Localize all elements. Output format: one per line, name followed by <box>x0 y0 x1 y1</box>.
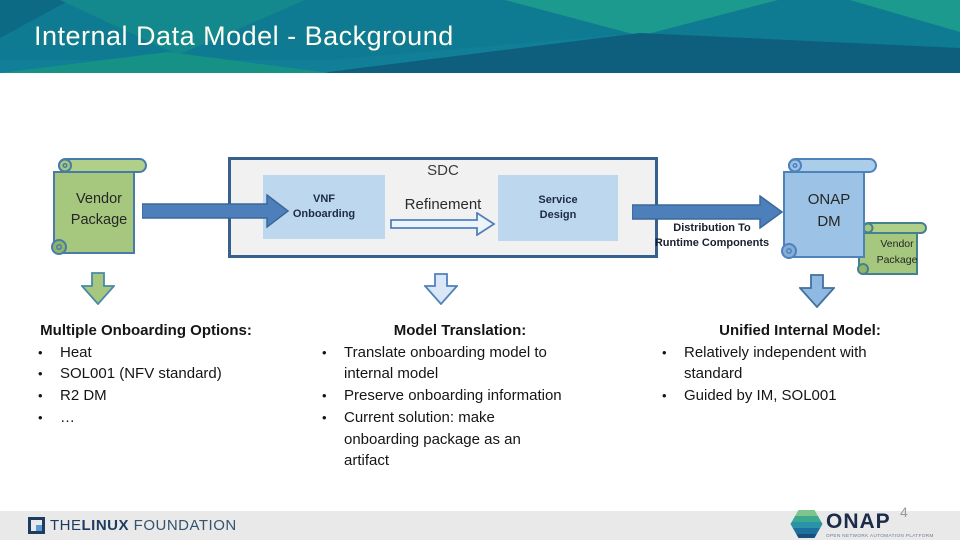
bullet-list: • Translate onboarding model to internal … <box>310 342 602 472</box>
vendor-down-arrow-icon <box>81 272 115 305</box>
column-heading: Unified Internal Model: <box>719 322 881 339</box>
sdc-to-onap-arrow-icon <box>632 195 784 229</box>
onap-dm-label: ONAP DM <box>807 191 851 230</box>
list-item: •… <box>38 407 277 429</box>
linux-foundation-text: THELINUX FOUNDATION <box>50 517 237 534</box>
vendor-package-scroll: Vendor Package <box>48 156 150 258</box>
refinement-label: Refinement <box>404 196 482 213</box>
service-design-box: Service Design <box>498 175 618 241</box>
list-item: • R2 DM <box>38 385 277 407</box>
bullet-icon: • <box>322 344 327 360</box>
bullet-text: Current solution: make onboarding packag… <box>344 408 521 470</box>
list-item: • Heat <box>38 342 277 364</box>
scroll-shape-icon <box>781 158 877 259</box>
bullet-list: •Heat •SOL001 (NFV standard) •R2 DM •… <box>15 342 277 429</box>
onap-wordmark: ONAP <box>826 509 891 533</box>
column-unified-model: Unified Internal Model: • Relatively inde… <box>650 320 950 407</box>
column-heading: Multiple Onboarding Options: <box>40 322 252 339</box>
bullet-text: Heat <box>60 343 92 361</box>
sdc-label: SDC <box>427 162 459 179</box>
bullet-text: R2 DM <box>60 387 107 405</box>
refinement-arrow-icon <box>390 212 496 236</box>
bullet-text: Preserve onboarding information <box>344 387 562 405</box>
vendor-package-small-label: Vendor Package <box>876 238 918 266</box>
column-heading: Model Translation: <box>393 322 527 339</box>
linux-foundation-logo: THELINUX FOUNDATION <box>28 517 237 534</box>
lf-foundation: FOUNDATION <box>133 517 237 534</box>
scroll-shape-icon <box>51 158 147 255</box>
bullet-icon: • <box>38 344 43 360</box>
list-item: • Current solution: make onboarding packa… <box>322 407 602 472</box>
bullet-text: SOL001 (NFV standard) <box>60 365 222 383</box>
bullet-text: … <box>60 408 75 426</box>
onap-logo: ONAP OPEN NETWORK AUTOMATION PLATFORM <box>790 509 934 539</box>
onap-hexagon-icon <box>790 510 823 538</box>
bullet-text: Relatively independent with standard <box>684 343 867 383</box>
vendor-package-label: Vendor Package <box>70 191 128 229</box>
linux-foundation-icon <box>28 517 45 534</box>
scroll-shape-icon <box>857 222 927 275</box>
sdc-down-arrow-icon <box>424 273 458 305</box>
list-item: • Guided by IM, SOL001 <box>662 385 930 407</box>
bullet-list: • Relatively independent with standard • G… <box>650 342 930 407</box>
lf-the: THE <box>50 517 82 534</box>
bullet-icon: • <box>322 409 327 425</box>
bullet-text: Translate onboarding model to internal m… <box>344 343 547 383</box>
bullet-icon: • <box>662 388 667 404</box>
list-item: • Preserve onboarding information <box>322 385 602 407</box>
bullet-icon: • <box>662 344 667 360</box>
list-item: • Relatively independent with standard <box>662 342 930 385</box>
onap-logo-text: ONAP OPEN NETWORK AUTOMATION PLATFORM <box>826 511 934 538</box>
lf-linux: LINUX <box>81 517 129 534</box>
vendor-package-small-scroll: Vendor Package <box>855 221 929 278</box>
page-number: 4 <box>900 504 908 520</box>
list-item: • SOL001 (NFV standard) <box>38 363 277 385</box>
bullet-icon: • <box>322 388 327 404</box>
slide-title: Internal Data Model - Background <box>34 21 454 51</box>
column-onboarding-options: Multiple Onboarding Options: • Heat • SOL0… <box>15 320 277 429</box>
bullet-icon: • <box>38 388 43 404</box>
column-model-translation: Model Translation: • Translate onboarding… <box>310 320 610 472</box>
bullet-text: Guided by IM, SOL001 <box>684 387 837 405</box>
bullet-icon: • <box>38 366 43 382</box>
vendor-to-sdc-arrow-icon <box>142 194 290 228</box>
distribution-label: Distribution To Runtime Components <box>654 222 770 249</box>
onap-down-arrow-icon <box>799 274 835 308</box>
onap-dm-scroll: ONAP DM <box>778 156 880 262</box>
onap-tagline: OPEN NETWORK AUTOMATION PLATFORM <box>826 532 934 538</box>
bullet-icon: • <box>38 409 43 425</box>
header-banner: Internal Data Model - Background <box>0 0 960 73</box>
list-item: • Translate onboarding model to internal … <box>322 342 602 385</box>
header-pattern <box>0 0 960 73</box>
